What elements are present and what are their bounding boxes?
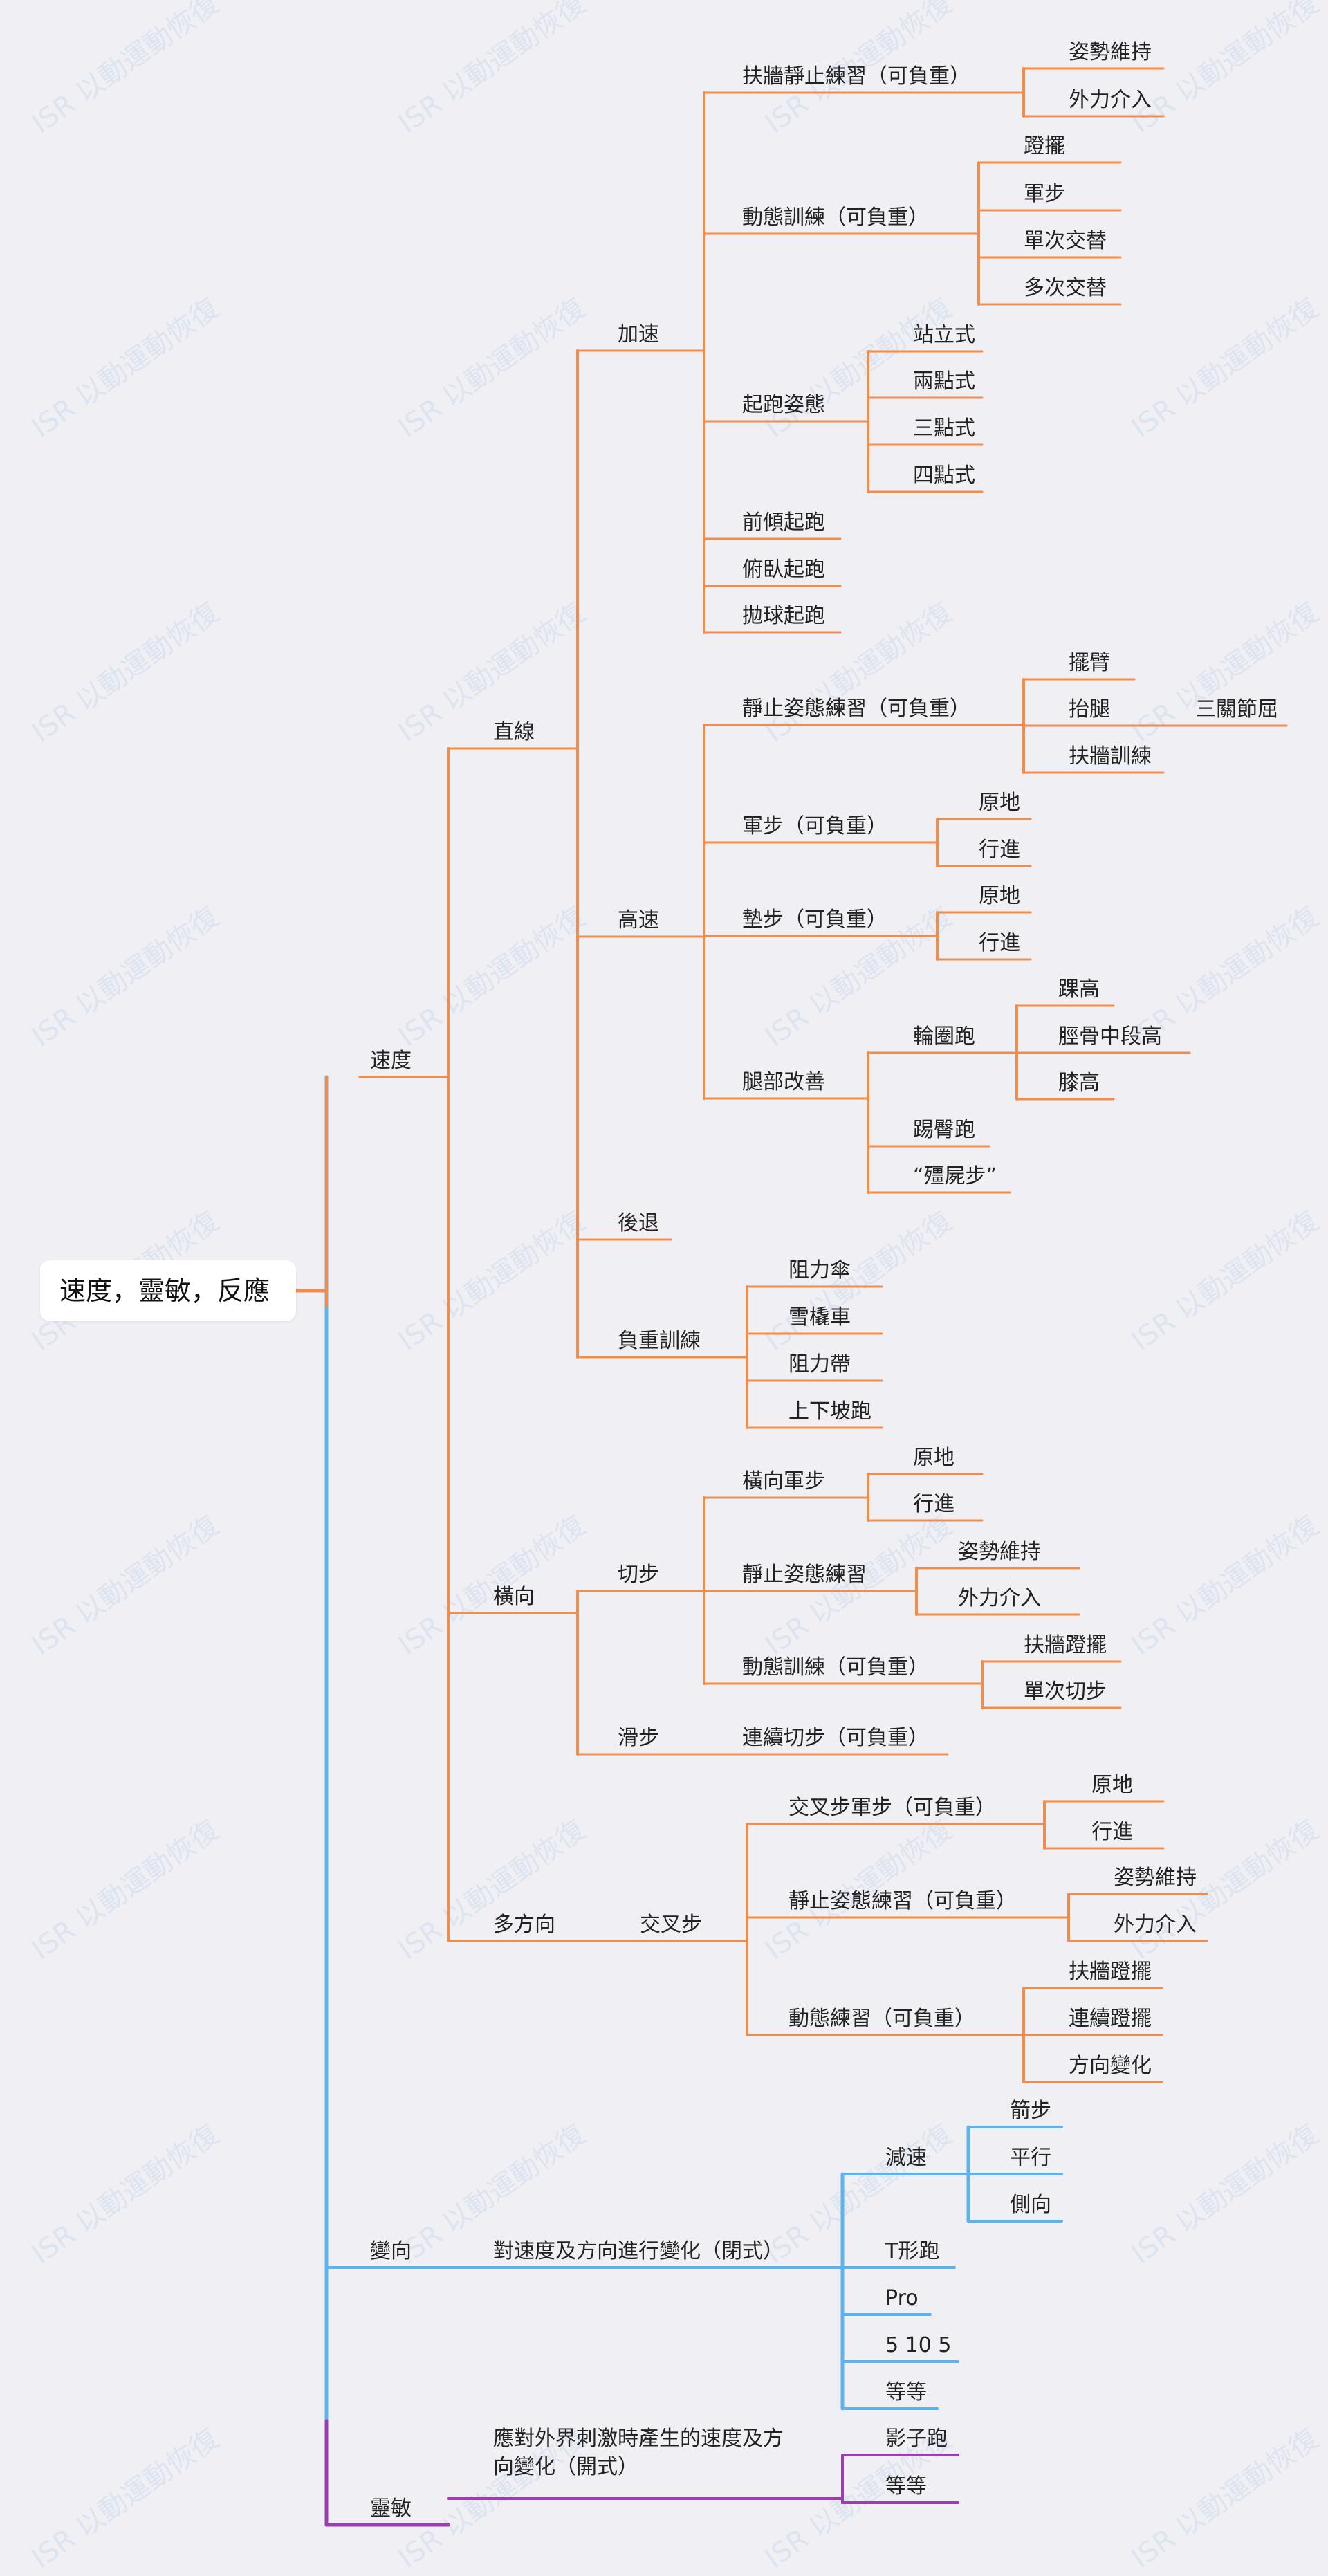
node-ball-drop-start[interactable]: 拋球起跑 (742, 604, 825, 628)
node-cut-step[interactable]: 切步 (618, 1563, 659, 1587)
node-etc-2[interactable]: 等等 (885, 2474, 927, 2499)
node-continuous-cut[interactable]: 連續切步（可負重） (742, 1726, 929, 1750)
node-ankle-high[interactable]: 踝高 (1058, 977, 1100, 1002)
node-skip-loaded[interactable]: 墊步（可負重） (742, 908, 887, 932)
node-wall-tap[interactable]: 扶牆蹬擺 (1024, 1633, 1107, 1657)
node-dynamic-practice[interactable]: 動態練習（可負重） (788, 2007, 975, 2031)
node-start-stance[interactable]: 起跑姿態 (742, 393, 825, 417)
node-static-posture[interactable]: 靜止姿態練習（可負重） (742, 697, 970, 721)
node-leg-improve[interactable]: 腿部改善 (742, 1070, 825, 1094)
node-zombie-step[interactable]: “殭屍步” (913, 1164, 997, 1188)
node-cod-desc[interactable]: 對速度及方向進行變化（閉式） (493, 2239, 784, 2263)
node-moving-3[interactable]: 行進 (913, 1492, 954, 1516)
node-mid-shin-high[interactable]: 脛骨中段高 (1058, 1024, 1162, 1049)
node-lateral-2[interactable]: 側向 (1010, 2193, 1051, 2217)
node-triple-flexion[interactable]: 三關節屈 (1195, 697, 1278, 721)
node-single-alt[interactable]: 單次交替 (1024, 229, 1107, 253)
node-standing[interactable]: 站立式 (913, 323, 975, 347)
node-hill-run[interactable]: 上下坡跑 (788, 1399, 872, 1424)
node-march[interactable]: 軍步 (1024, 182, 1065, 206)
node-agility-desc-1[interactable]: 應對外界刺激時產生的速度及方 (493, 2427, 784, 2451)
node-static-posture-2[interactable]: 靜止姿態練習 (742, 1563, 867, 1587)
node-parallel[interactable]: 平行 (1010, 2146, 1051, 2170)
node-moving-2[interactable]: 行進 (979, 931, 1020, 955)
node-resisted[interactable]: 負重訓練 (618, 1329, 701, 1353)
node-tap-step[interactable]: 蹬擺 (1024, 134, 1065, 158)
node-knee-high[interactable]: 膝高 (1058, 1071, 1100, 1095)
node-arm-swing[interactable]: 擺臂 (1069, 651, 1110, 675)
node-lean-start[interactable]: 前傾起跑 (742, 510, 825, 535)
node-posture-hold-2[interactable]: 姿勢維持 (958, 1540, 1041, 1564)
node-butt-kick[interactable]: 踢臀跑 (913, 1118, 975, 1142)
node-speed[interactable]: 速度 (370, 1049, 412, 1073)
node-shuffle[interactable]: 滑步 (618, 1726, 659, 1750)
root-node-box[interactable] (40, 1260, 296, 1321)
node-march-loaded[interactable]: 軍步（可負重） (742, 814, 887, 838)
node-lateral[interactable]: 橫向 (493, 1585, 535, 1609)
node-knee-lift[interactable]: 抬腿 (1069, 697, 1110, 721)
node-moving-1[interactable]: 行進 (979, 838, 1020, 862)
node-external-force-3[interactable]: 外力介入 (1114, 1913, 1197, 1937)
node-dynamic-train-2[interactable]: 動態訓練（可負重） (742, 1655, 929, 1680)
node-continuous-tap[interactable]: 連續蹬擺 (1069, 2007, 1152, 2031)
node-posture-hold[interactable]: 姿勢維持 (1069, 40, 1152, 64)
node-external-force[interactable]: 外力介入 (1069, 88, 1152, 112)
node-external-force-2[interactable]: 外力介入 (958, 1586, 1041, 1610)
node-dynamic-train[interactable]: 動態訓練（可負重） (742, 205, 929, 230)
node-agility[interactable]: 靈敏 (370, 2496, 412, 2521)
node-multi-alt[interactable]: 多次交替 (1024, 276, 1107, 300)
node-static-posture-3[interactable]: 靜止姿態練習（可負重） (788, 1889, 1017, 1913)
node-wall-train[interactable]: 扶牆訓練 (1069, 744, 1152, 769)
node-wall-tap-2[interactable]: 扶牆蹬擺 (1069, 1960, 1152, 1984)
node-wheel-run[interactable]: 輪圈跑 (913, 1024, 975, 1049)
node-multi-dir[interactable]: 多方向 (493, 1913, 555, 1937)
node-parachute[interactable]: 阻力傘 (788, 1258, 851, 1282)
node-high-speed[interactable]: 高速 (618, 908, 659, 932)
node-posture-hold-3[interactable]: 姿勢維持 (1114, 1866, 1197, 1890)
node-dir-change[interactable]: 方向變化 (1069, 2054, 1152, 2078)
node-four-point[interactable]: 四點式 (913, 463, 975, 488)
node-crossover[interactable]: 交叉步 (640, 1913, 702, 1937)
node-shadow-run[interactable]: 影子跑 (885, 2427, 948, 2451)
node-cross-march[interactable]: 交叉步軍步（可負重） (788, 1796, 996, 1820)
node-decel[interactable]: 減速 (885, 2146, 927, 2170)
node-cod[interactable]: 變向 (370, 2239, 412, 2263)
node-backward[interactable]: 後退 (618, 1211, 659, 1235)
node-lateral-march[interactable]: 橫向軍步 (742, 1469, 825, 1493)
node-wall-static[interactable]: 扶牆靜止練習（可負重） (742, 64, 970, 89)
node-pro[interactable]: Pro (885, 2286, 919, 2310)
node-in-place-1[interactable]: 原地 (979, 791, 1020, 815)
node-moving-4[interactable]: 行進 (1091, 1820, 1133, 1844)
node-accel[interactable]: 加速 (618, 322, 659, 347)
node-agility-desc-2[interactable]: 向變化（開式） (493, 2455, 638, 2479)
node-prone-start[interactable]: 俯臥起跑 (742, 558, 825, 582)
node-in-place-3[interactable]: 原地 (913, 1446, 954, 1470)
node-lunge-step[interactable]: 箭步 (1010, 2099, 1051, 2123)
node-three-point[interactable]: 三點式 (913, 416, 975, 441)
root-node-label: 速度，靈敏，反應 (59, 1276, 270, 1306)
node-two-point[interactable]: 兩點式 (913, 369, 975, 394)
node-single-cut[interactable]: 單次切步 (1024, 1680, 1107, 1704)
node-in-place-4[interactable]: 原地 (1091, 1773, 1133, 1797)
node-t-run[interactable]: T形跑 (885, 2239, 940, 2263)
node-etc-1[interactable]: 等等 (885, 2380, 927, 2404)
node-straight[interactable]: 直線 (493, 720, 535, 744)
node-in-place-2[interactable]: 原地 (979, 884, 1020, 908)
node-sled[interactable]: 雪橇車 (788, 1305, 851, 1330)
node-band[interactable]: 阻力帶 (788, 1352, 851, 1377)
node-five-ten-five[interactable]: 5 10 5 (885, 2333, 952, 2357)
